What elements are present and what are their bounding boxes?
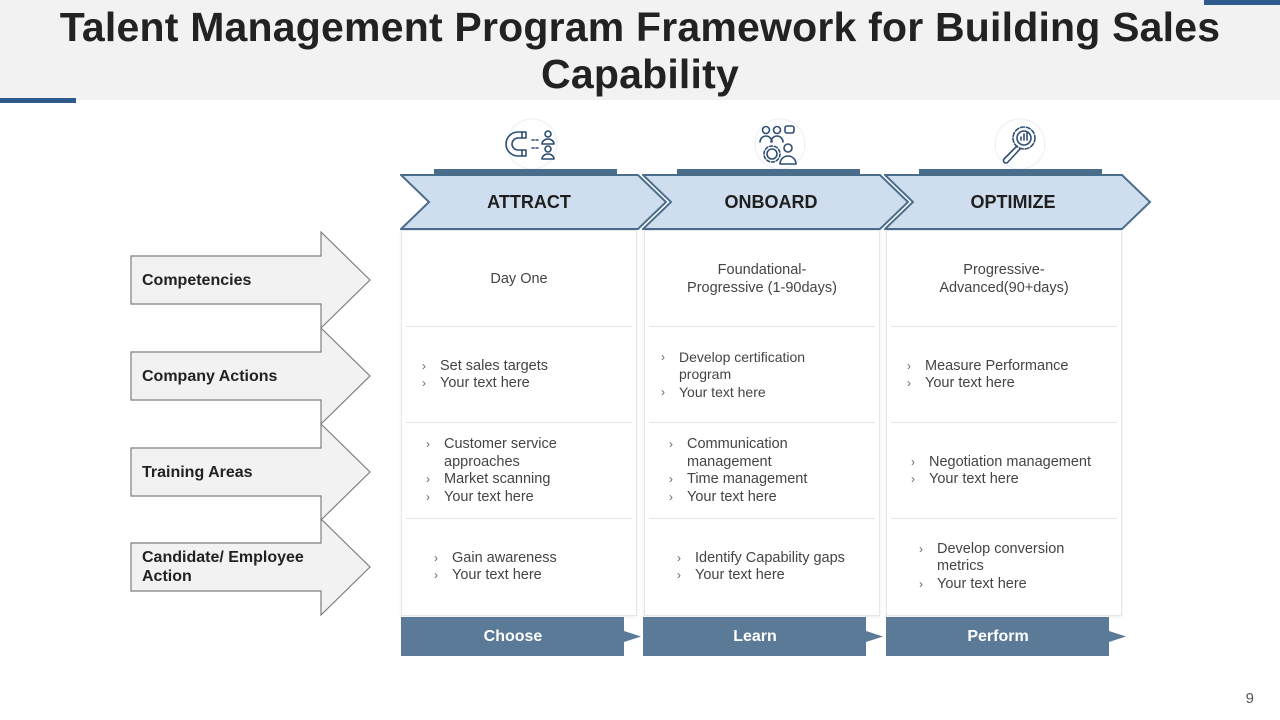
row-label: Competencies — [142, 271, 252, 289]
list-item: Your text here — [424, 489, 618, 507]
list-item: Your text here — [917, 576, 1103, 594]
stage-text: Progressive-Advanced(90+days) — [939, 262, 1069, 296]
chevron-label: OPTIMIZE — [970, 191, 1056, 212]
list-item: Market scanning — [424, 471, 618, 489]
list-item: Set sales targets — [420, 358, 618, 376]
cell-training-areas: Negotiation management Your text here — [887, 423, 1121, 519]
list-item: Identify Capability gaps — [675, 550, 861, 568]
list-item: Communication management — [667, 436, 861, 471]
column-top-bar-onboard — [677, 169, 860, 174]
cell-employee-actions: Develop conversion metrics Your text her… — [887, 519, 1121, 615]
list-item: Measure Performance — [905, 358, 1103, 376]
team-gear-icon — [750, 118, 810, 170]
magnet-people-icon — [502, 118, 562, 170]
cell-training-areas: Communication management Time management… — [645, 423, 879, 519]
row-arrow-candidate-employee-action: Candidate/ Employee Action — [130, 518, 372, 616]
list-item: Gain awareness — [432, 550, 618, 568]
list-item: Your text here — [909, 471, 1103, 489]
stage-text: Day One — [490, 271, 548, 287]
list-item: Negotiation management — [909, 454, 1103, 472]
cell-employee-actions: Gain awareness Your text here — [402, 519, 636, 615]
column-panel-optimize: Progressive-Advanced(90+days) Measure Pe… — [886, 230, 1122, 616]
footer-tag-learn: Learn — [643, 617, 883, 656]
title-accent-right — [1204, 0, 1280, 5]
cell-company-actions: Measure Performance Your text here — [887, 327, 1121, 423]
footer-tag-choose: Choose — [401, 617, 641, 656]
chevron-onboard: ONBOARD — [642, 174, 910, 230]
chevron-label: ATTRACT — [487, 191, 571, 212]
cell-company-actions: Develop certification program Your text … — [645, 327, 879, 423]
column-panel-onboard: Foundational-Progressive (1-90days) Deve… — [644, 230, 880, 616]
row-arrow-competencies: Competencies — [130, 231, 372, 329]
row-label: Candidate/ Employee Action — [142, 549, 304, 585]
row-label: Company Actions — [142, 367, 278, 385]
cell-competency: Progressive-Advanced(90+days) — [887, 231, 1121, 327]
chevron-optimize: OPTIMIZE — [884, 174, 1152, 230]
row-label: Training Areas — [142, 463, 253, 481]
list-item: Your text here — [420, 375, 618, 393]
page-number: 9 — [1245, 690, 1254, 707]
gear-wrench-chart-icon — [990, 118, 1050, 170]
row-arrow-company-actions: Company Actions — [130, 327, 372, 425]
column-top-bar-optimize — [919, 169, 1102, 174]
footer-label: Choose — [483, 627, 543, 645]
list-item: Customer service approaches — [424, 436, 618, 471]
cell-employee-actions: Identify Capability gaps Your text here — [645, 519, 879, 615]
list-item: Develop conversion metrics — [917, 541, 1103, 576]
title-band — [0, 0, 1280, 100]
page-title: Talent Management Program Framework for … — [59, 4, 1221, 97]
list-item: Your text here — [432, 567, 618, 585]
stage-text: Foundational-Progressive (1-90days) — [687, 262, 837, 296]
row-arrow-training-areas: Training Areas — [130, 423, 372, 521]
title-accent-left — [0, 98, 76, 103]
cell-competency: Foundational-Progressive (1-90days) — [645, 231, 879, 327]
list-item: Develop certification program — [659, 349, 861, 384]
list-item: Your text here — [659, 384, 861, 402]
column-panel-attract: Day One Set sales targets Your text here… — [401, 230, 637, 616]
chevron-attract: ATTRACT — [400, 174, 668, 230]
footer-label: Learn — [733, 627, 777, 645]
chevron-label: ONBOARD — [724, 191, 818, 212]
list-item: Time management — [667, 471, 861, 489]
cell-competency: Day One — [402, 231, 636, 327]
list-item: Your text here — [905, 375, 1103, 393]
column-top-bar-attract — [434, 169, 617, 174]
list-item: Your text here — [667, 489, 861, 507]
footer-label: Perform — [967, 627, 1029, 645]
footer-tag-perform: Perform — [886, 617, 1126, 656]
cell-company-actions: Set sales targets Your text here — [402, 327, 636, 423]
cell-training-areas: Customer service approaches Market scann… — [402, 423, 636, 519]
list-item: Your text here — [675, 567, 861, 585]
